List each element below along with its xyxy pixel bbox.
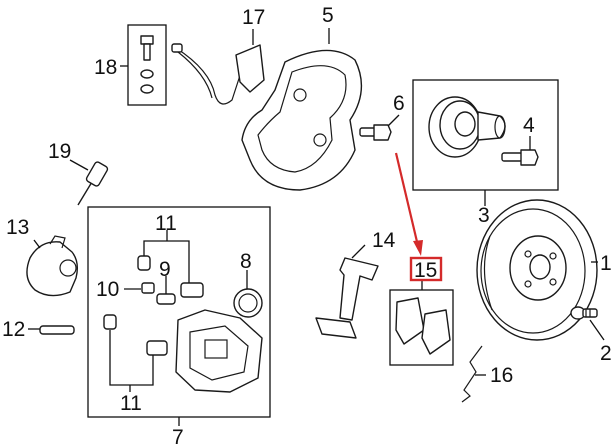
bleeder-screw-drawing — [77, 161, 109, 206]
shield-bolt-drawing — [359, 124, 392, 141]
part-18-box — [127, 24, 167, 106]
callout-19[interactable]: 19 — [48, 140, 71, 163]
callout-13[interactable]: 13 — [6, 216, 29, 239]
callout-3[interactable]: 3 — [478, 204, 490, 227]
callout-15[interactable]: 15 — [414, 259, 437, 282]
callout-1[interactable]: 1 — [600, 252, 612, 275]
callout-2[interactable]: 2 — [600, 342, 612, 365]
sensor-bolt-drawing — [140, 35, 154, 94]
callout-7[interactable]: 7 — [172, 426, 184, 448]
spring-clip-drawing — [461, 345, 483, 403]
callout-14[interactable]: 14 — [372, 229, 396, 252]
callout-9[interactable]: 9 — [159, 258, 171, 281]
leader-lines — [28, 28, 605, 426]
callout-8[interactable]: 8 — [240, 250, 252, 273]
abs-sensor-drawing — [171, 43, 265, 105]
callout-10[interactable]: 10 — [96, 278, 119, 301]
callout-12[interactable]: 12 — [2, 318, 25, 341]
brake-pads-drawing — [395, 297, 451, 355]
callout-17[interactable]: 17 — [242, 6, 265, 29]
callout-6[interactable]: 6 — [393, 92, 405, 115]
callout-11-top[interactable]: 11 — [155, 212, 177, 235]
callout-15-highlight-box — [409, 256, 443, 282]
callout-4[interactable]: 4 — [523, 114, 535, 137]
highlight-arrow — [394, 152, 423, 256]
caliper-pieces-drawing — [103, 255, 263, 393]
callout-5[interactable]: 5 — [322, 4, 334, 27]
callout-11-bottom[interactable]: 11 — [120, 392, 142, 415]
rotor-screw-drawing — [570, 306, 598, 320]
callout-16[interactable]: 16 — [490, 364, 513, 387]
hub-bolt-drawing — [501, 149, 539, 166]
splash-shield-drawing — [241, 49, 363, 191]
guide-pin-drawing — [39, 325, 75, 335]
wheel-hub-drawing — [428, 96, 506, 158]
callout-18[interactable]: 18 — [94, 56, 117, 79]
pad-hardware-drawing — [315, 257, 379, 339]
brake-rotor-drawing — [476, 199, 598, 341]
caliper-bracket-drawing — [26, 235, 79, 297]
